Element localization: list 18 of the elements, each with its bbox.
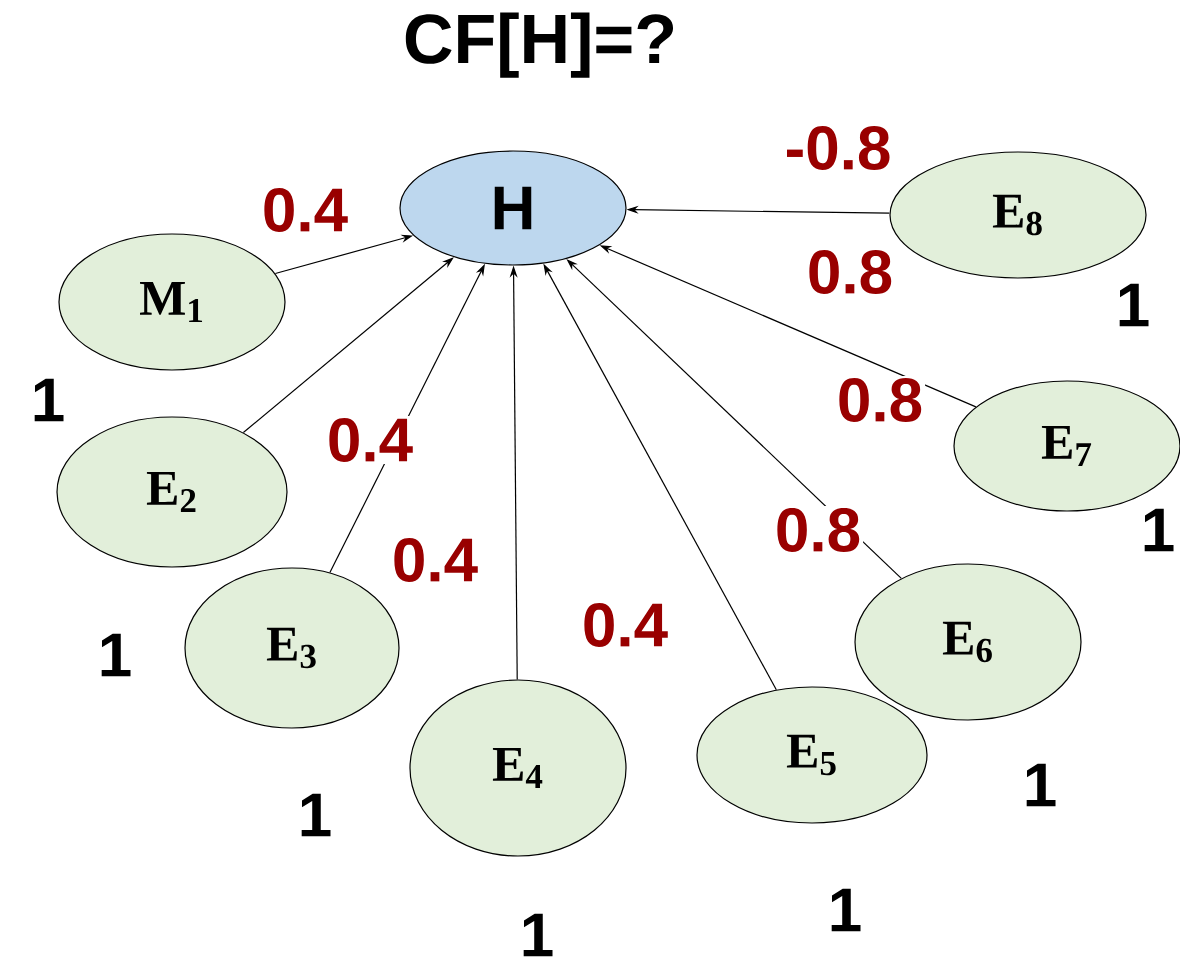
edge-label: 0.4 [324,416,416,464]
weight-number: 1 [831,888,861,932]
edge-label: 0.8 [834,376,926,424]
weight-number: 1 [1026,763,1056,807]
arrow [242,257,454,434]
weight-number: 1 [523,913,553,957]
weight-number: 1 [301,793,331,837]
weight-number: 1 [101,633,131,677]
ellipse-node: E$_{4}$ [409,679,627,857]
ellipse-node: E$_{6}$ [854,563,1082,721]
edge-label: 0.8 [772,506,864,554]
ellipse-node: M$_{1}$ [58,233,286,371]
edge-label: 0.4 [259,186,351,234]
ellipse-node: E$_{5}$ [696,686,928,824]
weight-number: 1 [1119,283,1149,327]
title: CF[H]=? [405,12,674,78]
edge-label: 0.4 [579,601,671,649]
ellipse-node: H [399,150,627,266]
